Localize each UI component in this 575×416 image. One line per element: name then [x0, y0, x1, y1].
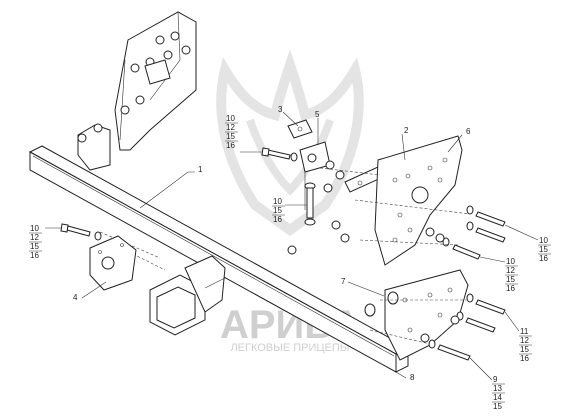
- part-8-right-lower-plate: [384, 269, 469, 361]
- svg-text:10: 10: [226, 114, 235, 123]
- svg-text:15: 15: [520, 345, 529, 354]
- stack-leaders: [469, 224, 539, 381]
- right-bolts: [420, 205, 506, 361]
- svg-text:12: 12: [30, 233, 39, 242]
- svg-text:10: 10: [506, 257, 515, 266]
- projection-dashes: [99, 167, 471, 345]
- part-3-plate: [287, 119, 313, 139]
- svg-text:10: 10: [30, 224, 39, 233]
- left-bracket-bolts: [77, 31, 191, 143]
- bolt-set-left: [45, 223, 102, 241]
- svg-text:12: 12: [520, 336, 529, 345]
- svg-text:15: 15: [539, 245, 548, 254]
- svg-text:15: 15: [226, 132, 235, 141]
- bolt-set-mid: [285, 182, 316, 226]
- svg-text:16: 16: [226, 141, 235, 150]
- callout-4: 4: [73, 293, 78, 302]
- svg-text:16: 16: [273, 215, 282, 224]
- callout-8: 8: [410, 373, 415, 382]
- part-4-socket-bracket: [89, 235, 137, 291]
- svg-text:10: 10: [539, 236, 548, 245]
- callout-2: 2: [404, 126, 409, 135]
- svg-text:15: 15: [506, 275, 515, 284]
- svg-text:10: 10: [273, 197, 282, 206]
- callout-7: 7: [341, 277, 346, 286]
- part-7-spacer: [364, 291, 399, 317]
- svg-text:16: 16: [520, 354, 529, 363]
- svg-text:13: 13: [493, 384, 502, 393]
- svg-text:15: 15: [30, 242, 39, 251]
- hitch-receiver: [149, 255, 226, 336]
- stack-top: 10 12 15 16: [225, 114, 238, 150]
- svg-text:15: 15: [273, 206, 282, 215]
- stack-right-3: 11 12 15 16: [519, 327, 532, 363]
- callout-5: 5: [315, 110, 320, 119]
- svg-text:16: 16: [506, 284, 515, 293]
- watermark-subtitle: ЛЕГКОВЫЕ ПРИЦЕПЫ: [230, 342, 349, 354]
- stack-right-4: 9 13 14 15: [492, 375, 505, 411]
- svg-text:16: 16: [30, 251, 39, 260]
- svg-text:15: 15: [493, 402, 502, 411]
- svg-text:11: 11: [520, 327, 529, 336]
- stack-right-1: 10 15 16: [538, 236, 551, 263]
- stack-mid: 10 15 16: [272, 197, 285, 224]
- callout-1: 1: [198, 165, 203, 174]
- callout-leaders: [81, 111, 463, 379]
- svg-text:14: 14: [493, 393, 502, 402]
- nut-cluster: [287, 160, 350, 255]
- part-6-right-plate: [374, 135, 463, 266]
- svg-text:9: 9: [493, 375, 498, 384]
- stack-left: 10 12 15 16: [29, 224, 42, 260]
- part-5-bracket: [299, 141, 331, 210]
- bolt-set-top: [240, 147, 298, 162]
- svg-text:12: 12: [226, 123, 235, 132]
- svg-text:16: 16: [539, 254, 548, 263]
- svg-text:12: 12: [506, 266, 515, 275]
- callout-6: 6: [466, 127, 471, 136]
- stack-right-2: 10 12 15 16: [505, 257, 518, 293]
- callout-3: 3: [278, 105, 283, 114]
